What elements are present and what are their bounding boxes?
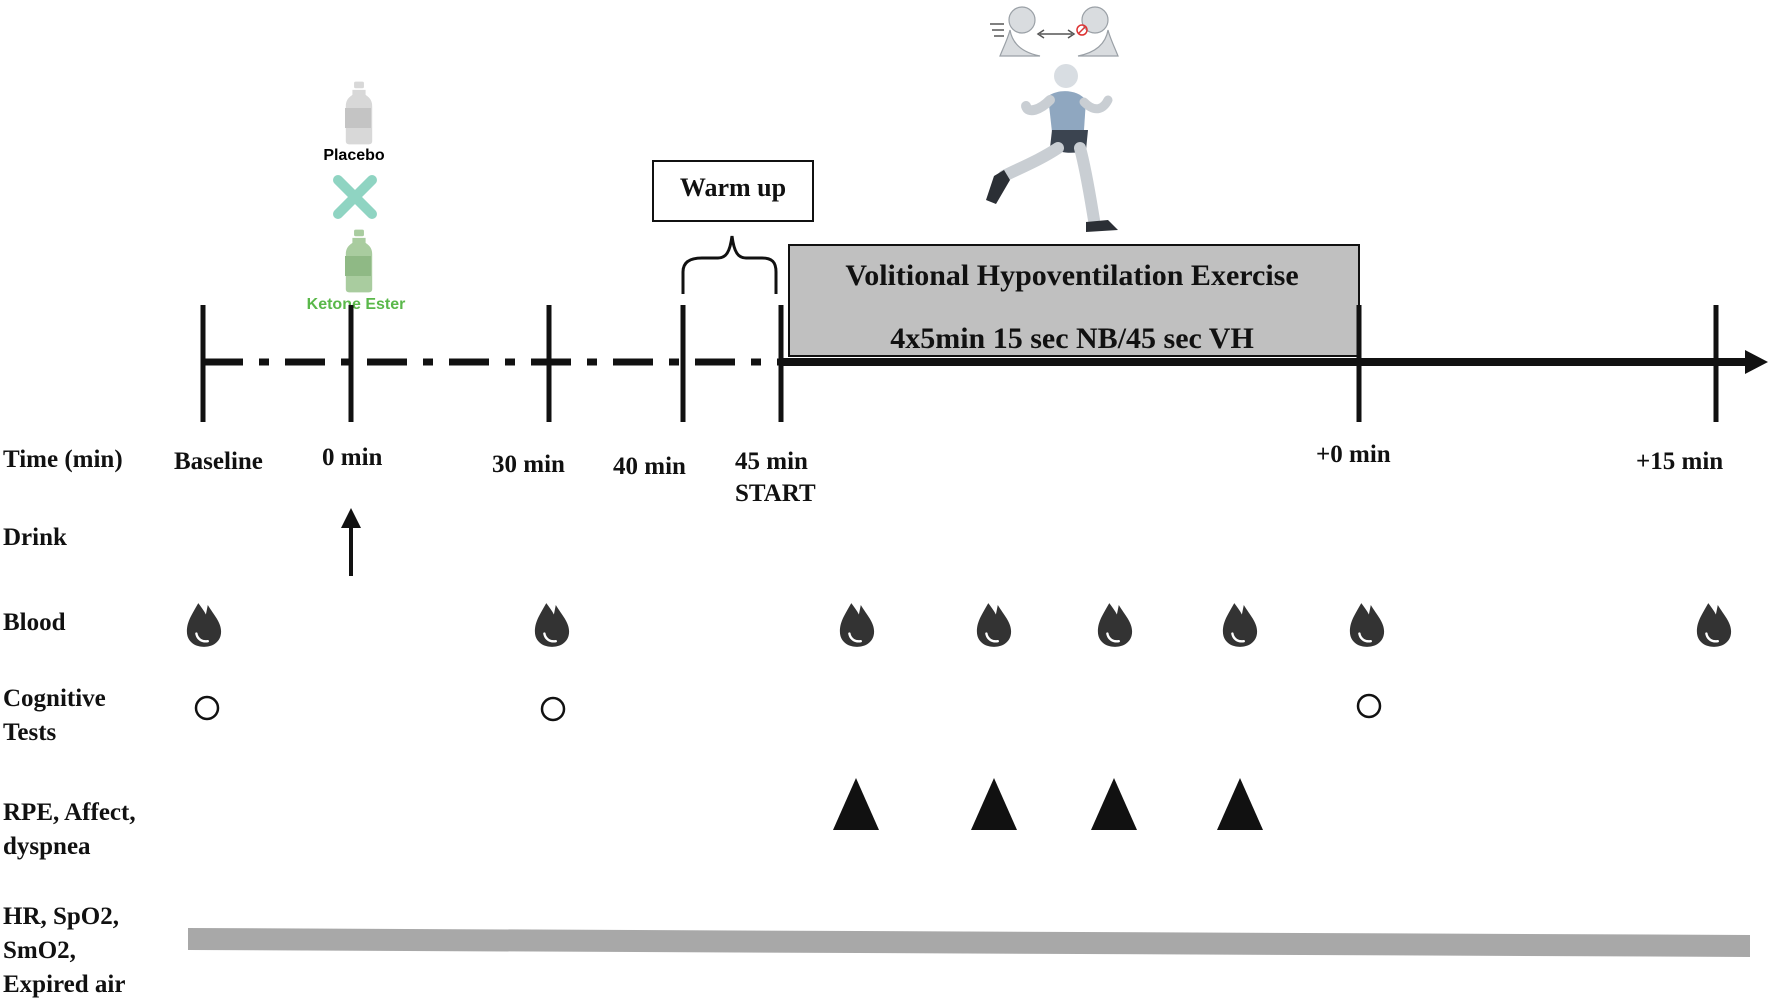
time-post0: +0 min — [1316, 441, 1391, 468]
row-label-rpe-2: dyspnea — [3, 833, 91, 860]
triangle-marker-icon — [971, 778, 1017, 830]
circle-marker-icon — [1356, 693, 1382, 719]
ketone-ester-label: Ketone Ester — [307, 296, 406, 313]
row-label-hr-1: HR, SpO2, — [3, 903, 119, 930]
warm-up-bracket — [681, 235, 778, 294]
row-label-cognitive-2: Tests — [3, 719, 57, 746]
time-post15: +15 min — [1636, 448, 1723, 475]
placebo-label: Placebo — [323, 147, 385, 164]
rpe-markers — [833, 778, 1263, 830]
exercise-box — [788, 244, 1360, 357]
row-label-hr-3: Expired air — [3, 971, 125, 998]
blood-drop-icon — [1348, 601, 1386, 649]
cognitive-markers — [194, 693, 1382, 722]
blood-drop-icon — [185, 601, 223, 649]
row-label-cognitive-1: Cognitive — [3, 685, 106, 712]
blood-drop-icon — [1096, 601, 1134, 649]
triangle-marker-icon — [833, 778, 879, 830]
timeline-ticks — [200, 305, 1719, 422]
triangle-marker-icon — [1217, 778, 1263, 830]
blood-drop-icon — [1695, 601, 1733, 649]
triangle-marker-icon — [1091, 778, 1137, 830]
blood-drops — [185, 601, 1733, 649]
blood-drop-icon — [533, 601, 571, 649]
time-40min: 40 min — [613, 453, 686, 480]
cross-icon — [333, 175, 377, 219]
time-45min: 45 min — [735, 448, 808, 475]
time-30min: 30 min — [492, 451, 565, 478]
timeline-arrow-icon — [1745, 350, 1768, 374]
exercise-title: Volitional Hypoventilation Exercise — [845, 259, 1298, 292]
blood-drop-icon — [1221, 601, 1259, 649]
time-start: START — [735, 480, 816, 507]
warm-up-box — [652, 160, 814, 222]
row-label-blood: Blood — [3, 609, 66, 636]
breathing-icon — [990, 6, 1119, 57]
continuous-monitoring-bar — [188, 928, 1750, 957]
row-label-drink: Drink — [3, 524, 67, 551]
row-label-rpe-1: RPE, Affect, — [3, 799, 136, 826]
row-label-hr-2: SmO2, — [3, 937, 76, 964]
blood-drop-icon — [838, 601, 876, 649]
runner-icon — [986, 64, 1118, 232]
warm-up-label: Warm up — [680, 173, 786, 202]
circle-marker-icon — [540, 696, 566, 722]
circle-marker-icon — [194, 695, 220, 721]
ketone-bottle-icon — [345, 229, 373, 293]
time-0min: 0 min — [322, 444, 383, 471]
blood-drop-icon — [975, 601, 1013, 649]
row-label-time: Time (min) — [3, 446, 123, 473]
time-baseline: Baseline — [174, 448, 263, 475]
placebo-bottle-icon — [345, 81, 373, 145]
drink-arrow-up-icon — [341, 508, 361, 576]
exercise-protocol: 4x5min 15 sec NB/45 sec VH — [890, 322, 1254, 355]
